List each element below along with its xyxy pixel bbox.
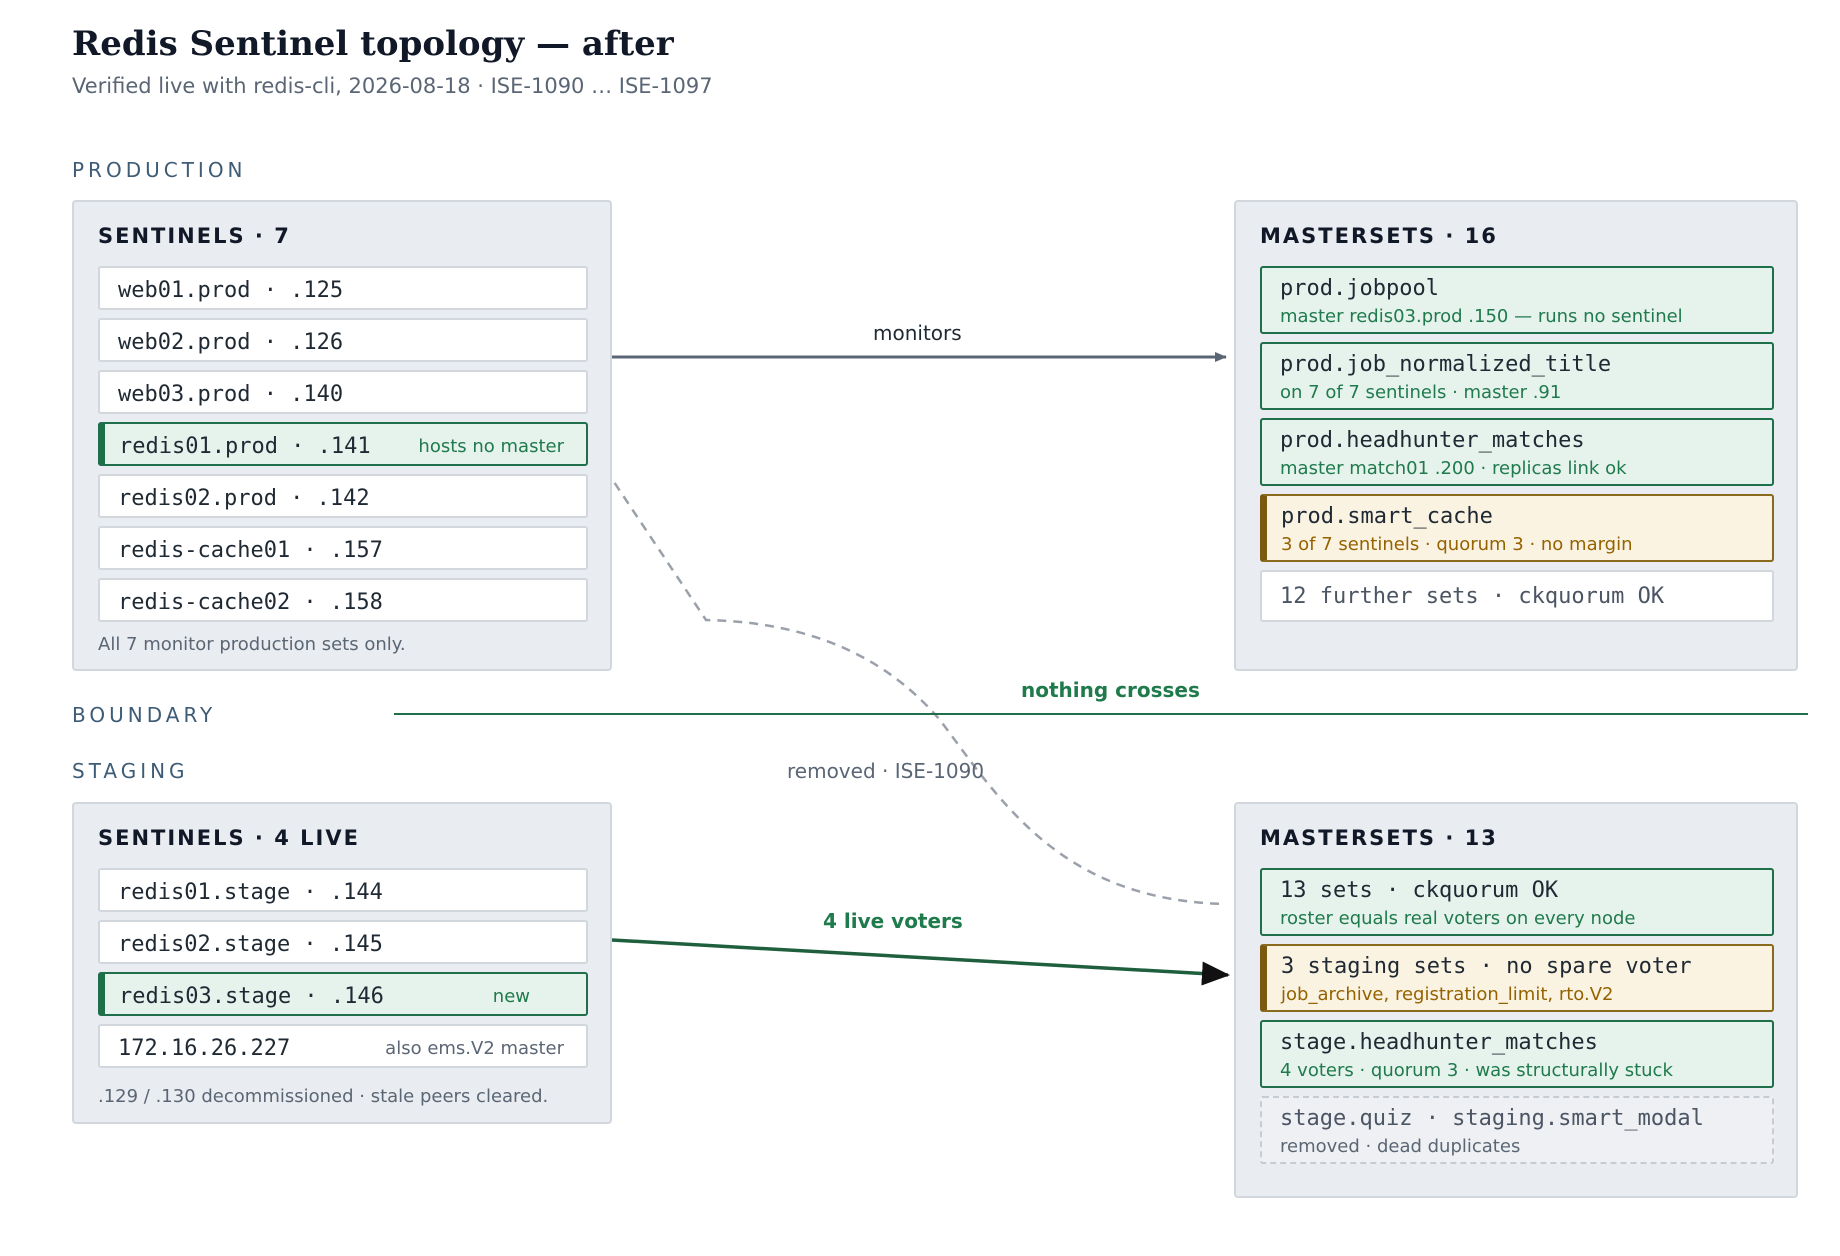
prod-sentinels-panel: SENTINELS · 7 web01.prod · .125 web02.pr… <box>72 200 612 671</box>
masterset-name: prod.job_normalized_title <box>1280 352 1612 377</box>
masterset-detail: 3 of 7 sentinels · quorum 3 · no margin <box>1281 534 1633 555</box>
sentinel-node-highlighted[interactable]: redis03.stage · .146 new <box>98 972 588 1016</box>
section-label-boundary: BOUNDARY <box>72 703 217 727</box>
masterset-card-summary[interactable]: 12 further sets · ckquorum OK <box>1260 570 1774 622</box>
sentinel-host: redis-cache01 · .157 <box>118 538 383 563</box>
masterset-name: 12 further sets · ckquorum OK <box>1280 584 1665 609</box>
masterset-detail: on 7 of 7 sentinels · master .91 <box>1280 382 1562 403</box>
monitors-label: monitors <box>873 321 962 345</box>
sentinel-host: 172.16.26.227 <box>118 1036 291 1061</box>
sentinel-host: redis03.stage · .146 <box>119 984 384 1009</box>
masterset-card[interactable]: prod.headhunter_matches master match01 .… <box>1260 418 1774 486</box>
sentinel-tag: new <box>492 986 530 1007</box>
masterset-card[interactable]: prod.job_normalized_title on 7 of 7 sent… <box>1260 342 1774 410</box>
masterset-card[interactable]: 13 sets · ckquorum OK roster equals real… <box>1260 868 1774 936</box>
masterset-name: stage.headhunter_matches <box>1280 1030 1598 1055</box>
sentinel-node[interactable]: web02.prod · .126 <box>98 318 588 362</box>
staging-mastersets-title: MASTERSETS · 13 <box>1260 826 1498 850</box>
sentinel-host: web03.prod · .140 <box>118 382 344 407</box>
sentinel-node[interactable]: redis-cache02 · .158 <box>98 578 588 622</box>
sentinel-tag: hosts no master <box>418 436 564 457</box>
masterset-card[interactable]: prod.jobpool master redis03.prod .150 — … <box>1260 266 1774 334</box>
removed-link-dashed <box>586 442 1226 906</box>
sentinel-node[interactable]: redis02.stage · .145 <box>98 920 588 964</box>
boundary-label: nothing crosses <box>1021 678 1200 702</box>
sentinel-host: redis02.stage · .145 <box>118 932 383 957</box>
section-label-production: PRODUCTION <box>72 158 247 182</box>
page-subtitle: Verified live with redis-cli, 2026-08-18… <box>72 74 713 98</box>
sentinel-node-highlighted[interactable]: redis01.prod · .141 hosts no master <box>98 422 588 466</box>
masterset-card-removed[interactable]: stage.quiz · staging.smart_modal removed… <box>1260 1096 1774 1164</box>
masterset-card[interactable]: stage.headhunter_matches 4 voters · quor… <box>1260 1020 1774 1088</box>
page-title: Redis Sentinel topology — after <box>72 24 674 64</box>
masterset-name: 3 staging sets · no spare voter <box>1281 954 1692 979</box>
sentinel-host: redis01.prod · .141 <box>119 434 371 459</box>
masterset-detail: removed · dead duplicates <box>1280 1136 1521 1157</box>
masterset-detail: master redis03.prod .150 — runs no senti… <box>1280 306 1683 327</box>
live-voters-label: 4 live voters <box>823 909 963 933</box>
masterset-card-warning[interactable]: 3 staging sets · no spare voter job_arch… <box>1260 944 1774 1012</box>
prod-sentinels-note: All 7 monitor production sets only. <box>98 634 406 655</box>
masterset-detail: master match01 .200 · replicas link ok <box>1280 458 1627 479</box>
sentinel-node[interactable]: redis01.stage · .144 <box>98 868 588 912</box>
sentinel-host: web02.prod · .126 <box>118 330 344 355</box>
live-voters-arrow <box>611 938 1230 986</box>
sentinel-node[interactable]: 172.16.26.227 also ems.V2 master <box>98 1024 588 1068</box>
masterset-detail: job_archive, registration_limit, rto.V2 <box>1281 984 1614 1005</box>
prod-sentinels-title: SENTINELS · 7 <box>98 224 291 248</box>
removed-label: removed · ISE-1090 <box>787 759 985 783</box>
prod-mastersets-panel: MASTERSETS · 16 prod.jobpool master redi… <box>1234 200 1798 671</box>
masterset-name: 13 sets · ckquorum OK <box>1280 878 1559 903</box>
masterset-card-warning[interactable]: prod.smart_cache 3 of 7 sentinels · quor… <box>1260 494 1774 562</box>
sentinel-node[interactable]: web01.prod · .125 <box>98 266 588 310</box>
sentinel-node[interactable]: redis02.prod · .142 <box>98 474 588 518</box>
masterset-name: prod.smart_cache <box>1281 504 1493 529</box>
sentinel-host: web01.prod · .125 <box>118 278 344 303</box>
masterset-name: prod.jobpool <box>1280 276 1439 301</box>
staging-sentinels-panel: SENTINELS · 4 LIVE redis01.stage · .144 … <box>72 802 612 1124</box>
masterset-name: stage.quiz · staging.smart_modal <box>1280 1106 1704 1131</box>
prod-mastersets-title: MASTERSETS · 16 <box>1260 224 1498 248</box>
masterset-detail: roster equals real voters on every node <box>1280 908 1636 929</box>
sentinel-host: redis-cache02 · .158 <box>118 590 383 615</box>
sentinel-tag: also ems.V2 master <box>385 1038 564 1059</box>
masterset-name: prod.headhunter_matches <box>1280 428 1585 453</box>
masterset-detail: 4 voters · quorum 3 · was structurally s… <box>1280 1060 1673 1081</box>
staging-sentinels-title: SENTINELS · 4 LIVE <box>98 826 360 850</box>
sentinel-node[interactable]: web03.prod · .140 <box>98 370 588 414</box>
sentinel-host: redis01.stage · .144 <box>118 880 383 905</box>
staging-sentinels-note: .129 / .130 decommissioned · stale peers… <box>98 1086 549 1107</box>
section-label-staging: STAGING <box>72 759 189 783</box>
sentinel-host: redis02.prod · .142 <box>118 486 370 511</box>
staging-mastersets-panel: MASTERSETS · 13 13 sets · ckquorum OK ro… <box>1234 802 1798 1198</box>
sentinel-node[interactable]: redis-cache01 · .157 <box>98 526 588 570</box>
